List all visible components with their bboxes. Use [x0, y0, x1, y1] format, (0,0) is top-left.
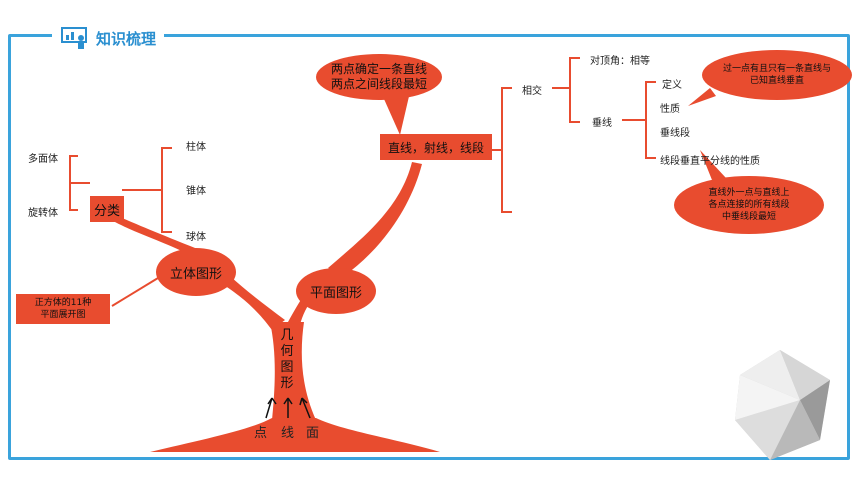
polyhedron-decoration	[735, 350, 830, 460]
perp-property: 性质	[660, 104, 680, 115]
presenter-icon	[61, 27, 87, 49]
bubble-unique-perpendicular: 过一点有且只有一条直线与 已知直线垂直	[702, 50, 852, 100]
node-classify: 分类	[90, 196, 124, 222]
trunk-label: 几何图形	[280, 328, 294, 391]
item-intersect: 相交	[522, 86, 542, 97]
item-rotation-body: 旋转体	[28, 208, 58, 219]
bubble-shortest-segment: 直线外一点与直线上 各点连接的所有线段 中垂线段最短	[674, 176, 824, 234]
item-vertical-angle: 对顶角：相等	[590, 56, 650, 67]
note-cube-nets: 正方体的11种 平面展开图	[16, 294, 110, 324]
node-solid-figure: 立体图形	[156, 248, 236, 296]
section-header: 知识梳理	[52, 24, 165, 52]
node-plane-figure: 平面图形	[296, 268, 376, 314]
item-pyramid: 锥体	[186, 186, 206, 197]
node-lines: 直线，射线，线段	[380, 134, 492, 160]
item-sphere: 球体	[186, 232, 206, 243]
perp-bisector-property: 线段垂直平分线的性质	[660, 156, 760, 167]
item-prism: 柱体	[186, 142, 206, 153]
item-perpendicular: 垂线	[592, 118, 612, 129]
root-point: 点	[254, 426, 268, 441]
header-title: 知识梳理	[96, 29, 157, 48]
content-frame	[8, 34, 850, 460]
perp-segment: 垂线段	[660, 128, 690, 139]
item-polyhedron: 多面体	[28, 154, 58, 165]
bubble-two-points: 两点确定一条直线 两点之间线段最短	[316, 54, 442, 100]
root-surface: 面	[306, 426, 320, 441]
root-line: 线	[281, 426, 295, 441]
perp-definition: 定义	[662, 80, 682, 91]
